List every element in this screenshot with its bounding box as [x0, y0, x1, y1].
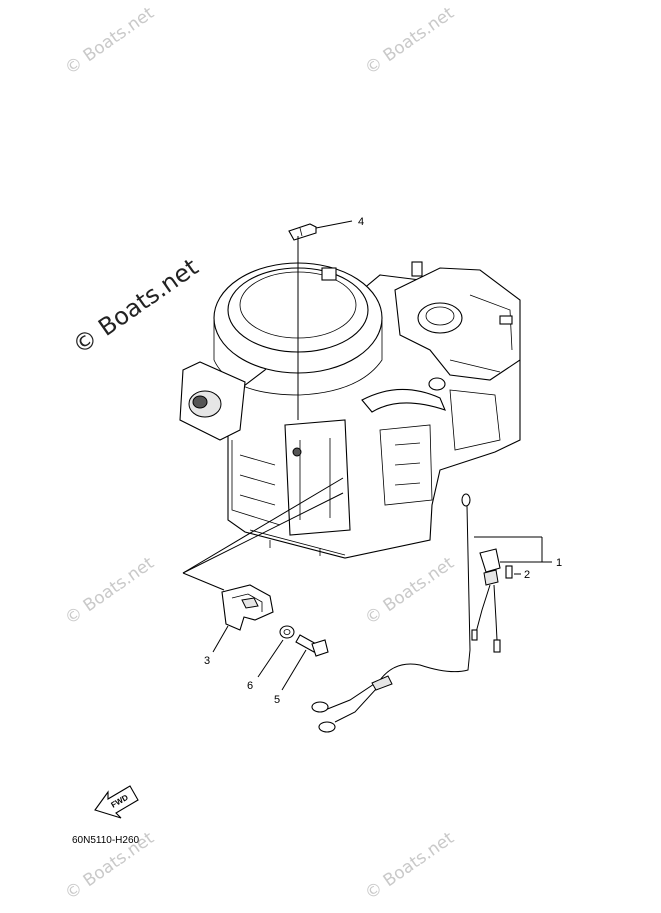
- part-1-wire-harness: [311, 493, 552, 733]
- callout-3: 3: [204, 655, 210, 667]
- callout-5: 5: [274, 694, 280, 706]
- callout-2: 2: [524, 569, 530, 581]
- watermark: © Boats.net: [61, 553, 158, 629]
- diagram-code: 60N5110-H260: [72, 835, 140, 846]
- forward-arrow-icon: [94, 785, 139, 819]
- watermark: © Boats.net: [361, 3, 458, 79]
- watermark-main: © Boats.net: [67, 253, 203, 360]
- engine-block: [179, 261, 521, 559]
- callout-6: 6: [247, 680, 253, 692]
- watermark: © Boats.net: [361, 553, 458, 629]
- watermark: © Boats.net: [361, 828, 458, 904]
- part-5-bolt: [281, 634, 329, 691]
- callout-1: 1: [556, 557, 562, 569]
- part-6-washer: [257, 625, 295, 678]
- part-4-sensor: [288, 220, 353, 420]
- callout-4: 4: [358, 216, 364, 228]
- leader-lines-part-3: [182, 477, 344, 591]
- watermark: © Boats.net: [61, 3, 158, 79]
- part-2-connector: [505, 565, 521, 579]
- part-3-bracket: [212, 584, 274, 653]
